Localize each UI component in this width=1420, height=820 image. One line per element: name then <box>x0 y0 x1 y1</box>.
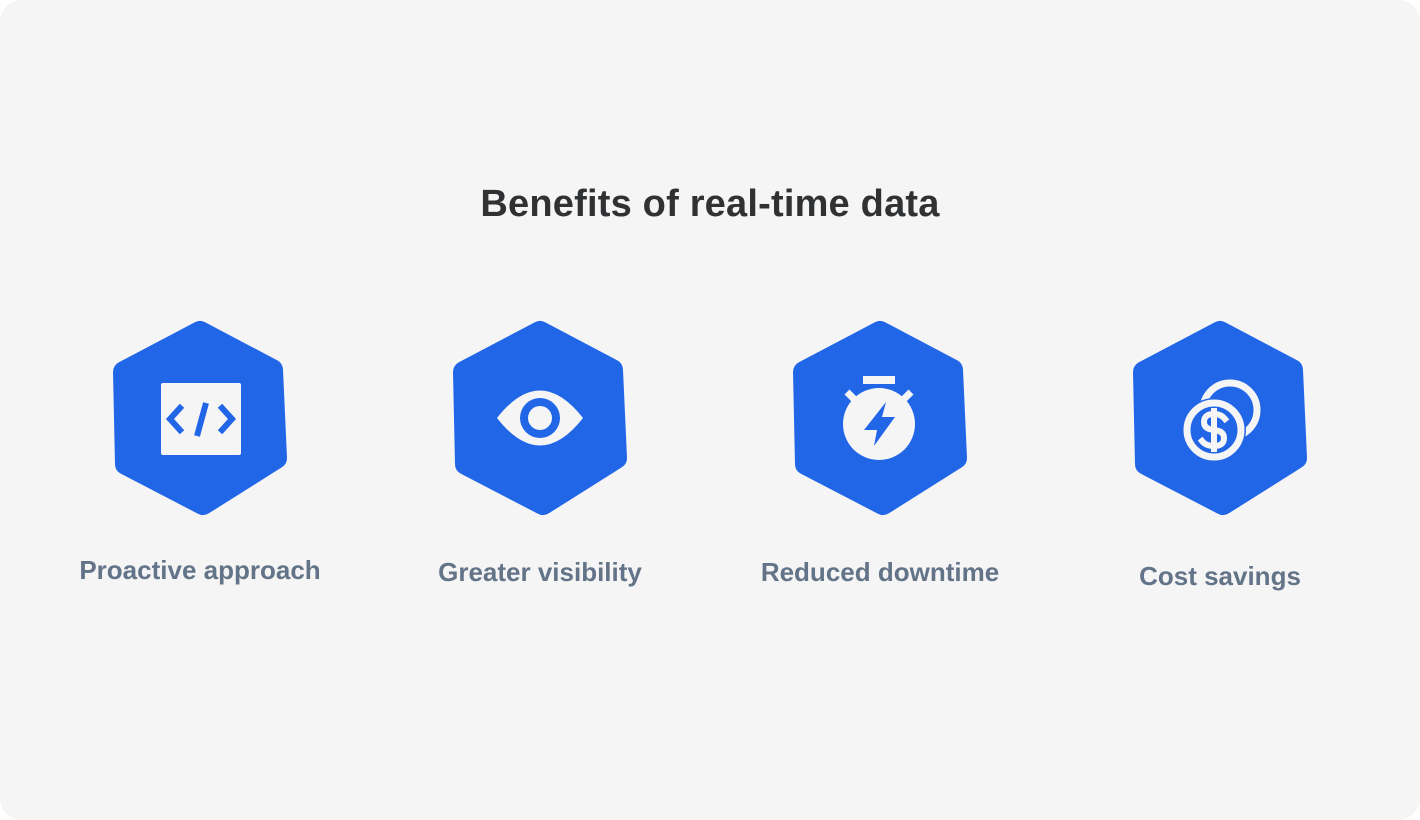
coins-dollar-icon <box>1182 379 1261 462</box>
benefit-reduced-downtime: Reduced downtime <box>730 320 1030 600</box>
benefit-proactive-approach: Proactive approach <box>50 320 350 600</box>
eye-icon <box>497 390 583 446</box>
page-title: Benefits of real-time data <box>480 183 940 225</box>
hexagon-badge <box>113 321 287 515</box>
benefit-label: Greater visibility <box>438 557 642 587</box>
benefit-cost-savings: Cost savings <box>1070 320 1370 600</box>
code-icon <box>161 383 241 455</box>
benefit-greater-visibility: Greater visibility <box>390 320 690 600</box>
benefit-label: Reduced downtime <box>760 557 1000 587</box>
benefit-label: Proactive approach <box>79 555 321 585</box>
stopwatch-lightning-icon <box>843 376 915 460</box>
hexagon-badge <box>793 321 967 515</box>
hexagon-badge <box>1133 321 1307 515</box>
benefit-label: Cost savings <box>1139 561 1301 591</box>
hexagon-badge <box>453 321 627 515</box>
